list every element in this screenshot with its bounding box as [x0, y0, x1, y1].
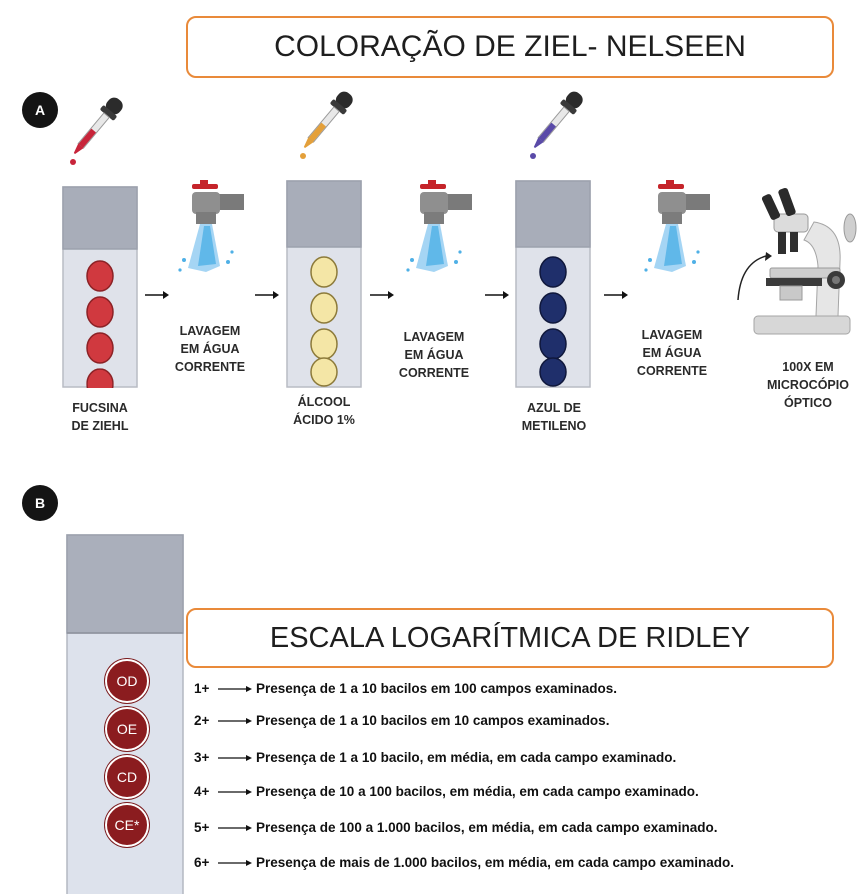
scale-text: Presença de 10 a 100 bacilos, em média, …: [256, 784, 699, 799]
section-b-badge: B: [22, 485, 58, 521]
arrow-right-icon: [370, 291, 394, 299]
dropper-red-icon: [70, 97, 123, 165]
slide-azul: [515, 180, 591, 388]
caption-wash-3: LAVAGEM EM ÁGUA CORRENTE: [636, 328, 708, 379]
scale-level: 2+: [194, 713, 210, 728]
arrow-right-icon: [218, 860, 252, 867]
water-tap-icon: [178, 180, 244, 272]
water-tap-icon: [406, 180, 472, 272]
scale-text: Presença de 1 a 10 bacilos em 10 campos …: [256, 713, 610, 728]
section-a-title-text: COLORAÇÃO DE ZIEL- NELSEEN: [274, 30, 746, 63]
water-tap-icon: [644, 180, 710, 272]
scale-row: 2+ Presença de 1 a 10 bacilos em 10 campo…: [194, 713, 609, 728]
scale-level: 3+: [194, 750, 210, 765]
arrow-right-icon: [604, 291, 628, 299]
scale-level: 5+: [194, 820, 210, 835]
caption-wash-2: LAVAGEM EM ÁGUA CORRENTE: [398, 330, 470, 381]
caption-azul: AZUL DE METILENO: [521, 401, 587, 434]
dropper-blue-icon: [530, 91, 583, 159]
scale-row: 6+ Presença de mais de 1.000 bacilos, em …: [194, 855, 734, 870]
section-a-badge: A: [22, 92, 58, 128]
section-b-badge-label: B: [34, 495, 46, 511]
spot-ce: CE*: [105, 803, 149, 847]
arrow-right-icon: [218, 686, 252, 693]
spot-cd: CD: [105, 755, 149, 799]
arrow-right-icon: [485, 291, 509, 299]
section-b-title: ESCALA LOGARÍTMICA DE RIDLEY: [186, 608, 834, 668]
slide-fucsina: [62, 186, 138, 388]
arrow-right-icon: [218, 825, 252, 832]
arrow-right-icon: [145, 291, 169, 299]
scale-level: 6+: [194, 855, 210, 870]
scale-level: 4+: [194, 784, 210, 799]
section-b-title-text: ESCALA LOGARÍTMICA DE RIDLEY: [269, 621, 751, 654]
spot-oe: OE: [105, 707, 149, 751]
scale-row: 4+ Presença de 10 a 100 bacilos, em média…: [194, 784, 699, 799]
caption-wash-1: LAVAGEM EM ÁGUA CORRENTE: [174, 324, 246, 375]
scale-level: 1+: [194, 681, 210, 696]
section-a-badge-label: A: [34, 102, 46, 118]
caption-microscope: 100X EM MICROCÓPIO ÓPTICO: [767, 360, 849, 411]
scale-row: 1+ Presença de 1 a 10 bacilos em 100 camp…: [194, 681, 617, 696]
arrow-right-icon: [218, 755, 252, 762]
scale-row: 3+ Presença de 1 a 10 bacilo, em média, e…: [194, 750, 676, 765]
scale-row: 5+ Presença de 100 a 1.000 bacilos, em mé…: [194, 820, 718, 835]
spot-od: OD: [105, 659, 149, 703]
arrow-right-icon: [255, 291, 279, 299]
scale-text: Presença de 100 a 1.000 bacilos, em médi…: [256, 820, 718, 835]
slide-alcool: [286, 180, 362, 388]
scale-text: Presença de mais de 1.000 bacilos, em mé…: [256, 855, 734, 870]
caption-fucsina: FUCSINA DE ZIEHL: [71, 401, 129, 434]
scale-text: Presença de 1 a 10 bacilos em 100 campos…: [256, 681, 617, 696]
arrow-right-icon: [218, 789, 252, 796]
microscope-icon: [737, 187, 857, 335]
dropper-orange-icon: [300, 91, 353, 159]
caption-alcool: ÁLCOOL ÁCIDO 1%: [293, 395, 355, 428]
arrow-right-icon: [218, 718, 252, 725]
section-a-title: COLORAÇÃO DE ZIEL- NELSEEN: [186, 16, 834, 78]
scale-text: Presença de 1 a 10 bacilo, em média, em …: [256, 750, 677, 765]
